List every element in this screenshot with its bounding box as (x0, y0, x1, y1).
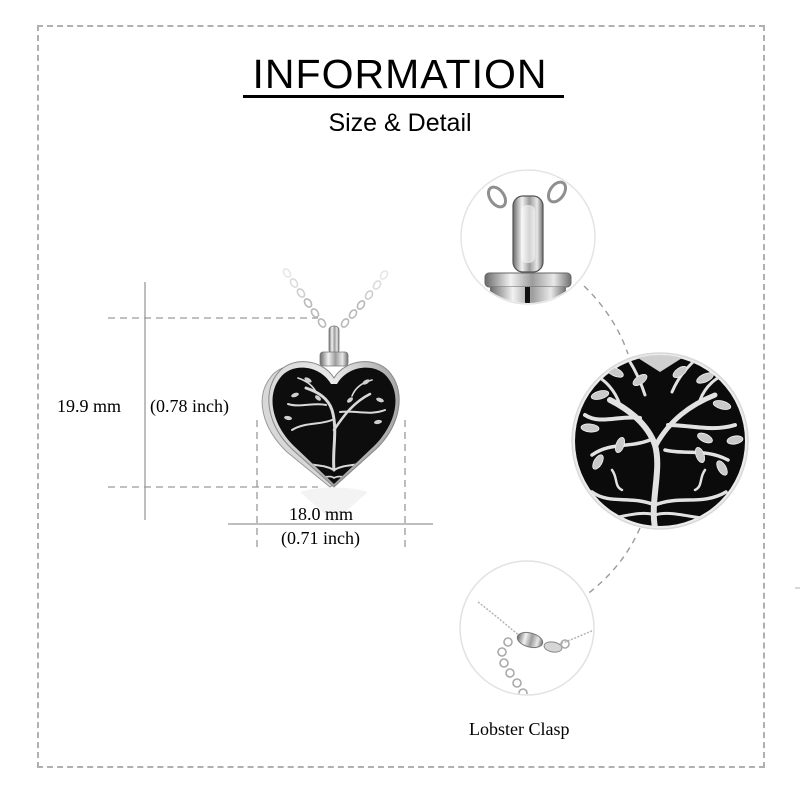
connector-bottom (581, 527, 641, 599)
dashed-frame (37, 25, 765, 768)
height-dimension (108, 282, 318, 520)
page-title: INFORMATION (252, 51, 548, 97)
bail-closeup (460, 169, 596, 305)
width-dimension (228, 420, 433, 552)
height-mm-label: 19.9 mm (57, 396, 122, 416)
title-underline (243, 95, 564, 98)
width-mm-label: 18.0 mm (289, 504, 354, 524)
clasp-label: Lobster Clasp (469, 719, 570, 739)
tree-of-life-closeup (571, 352, 749, 530)
page-subtitle: Size & Detail (328, 109, 472, 137)
heart-pendant-icon (261, 325, 400, 522)
connector-top (583, 285, 629, 355)
clasp-closeup (459, 560, 595, 696)
height-inch-label: (0.78 inch) (150, 396, 229, 416)
width-inch-label: (0.71 inch) (281, 528, 360, 548)
chain-icon (282, 268, 389, 328)
